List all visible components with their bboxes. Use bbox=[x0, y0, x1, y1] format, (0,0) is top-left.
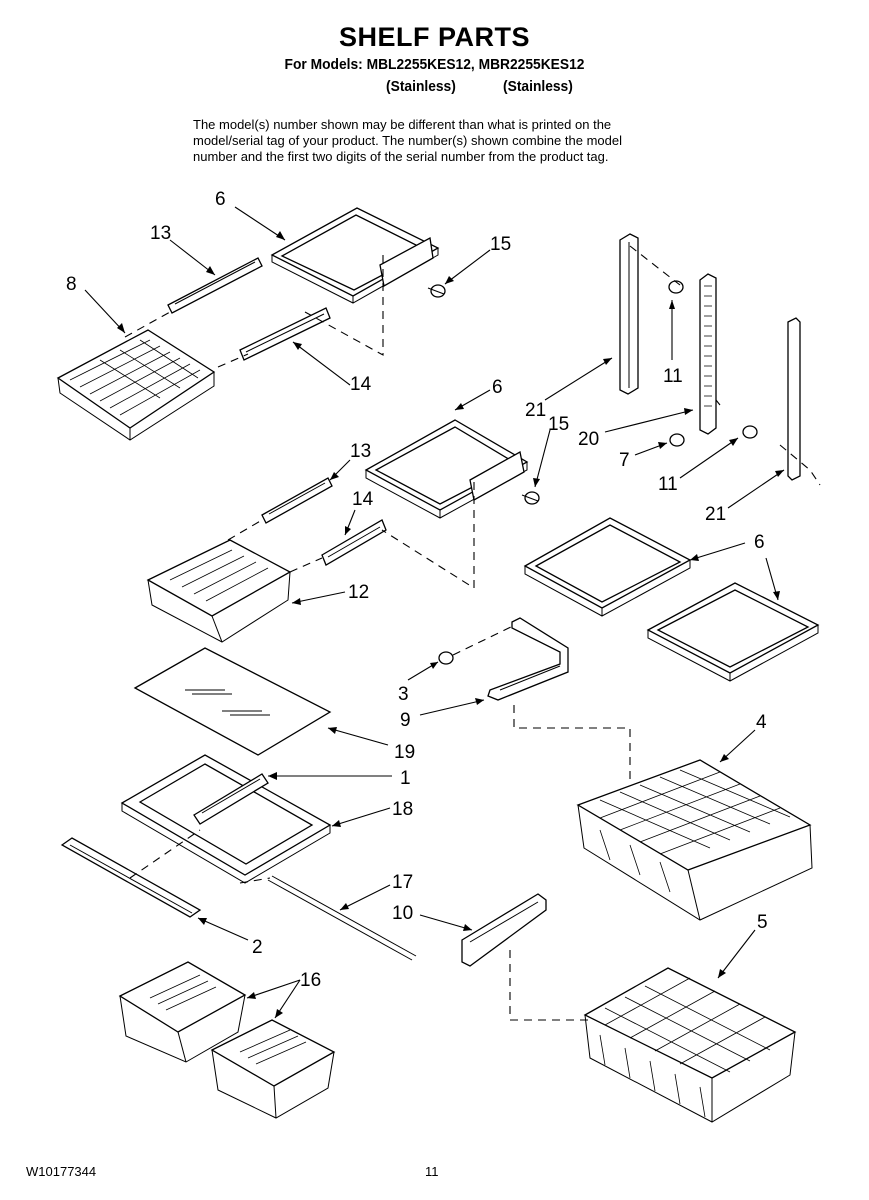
part-10-bracket bbox=[461, 893, 547, 967]
callout-12: 12 bbox=[348, 582, 369, 603]
part-21-rail-left bbox=[619, 233, 639, 395]
part-9-bracket bbox=[487, 617, 569, 701]
callout-11-top: 11 bbox=[663, 366, 683, 387]
callout-6-middle: 6 bbox=[492, 377, 503, 398]
callout-6-right: 6 bbox=[754, 532, 765, 553]
variant-right: (Stainless) bbox=[503, 78, 573, 95]
part-6-shelf-right-b bbox=[646, 582, 820, 682]
callout-14-top: 14 bbox=[350, 374, 372, 395]
variant-left: (Stainless) bbox=[386, 78, 456, 95]
callout-3: 3 bbox=[398, 684, 409, 705]
part-1-slide bbox=[193, 773, 269, 825]
part-15-screw-middle bbox=[521, 491, 540, 505]
assembly-lines bbox=[124, 245, 821, 1021]
page-title: SHELF PARTS bbox=[338, 22, 530, 52]
part-14-trim-top bbox=[239, 307, 331, 361]
callout-18: 18 bbox=[392, 799, 413, 820]
part-14-trim-middle bbox=[321, 519, 387, 566]
part-18-frame bbox=[120, 754, 332, 884]
part-6-shelf-right-a bbox=[523, 517, 692, 617]
callout-20: 20 bbox=[578, 429, 599, 450]
note-line-1: The model(s) number shown may be differe… bbox=[193, 117, 612, 132]
part-6-shelf-middle bbox=[364, 419, 529, 519]
doc-number: W10177344 bbox=[26, 1164, 97, 1179]
part-11-screw-bottom bbox=[742, 425, 758, 439]
part-21-rail-right bbox=[787, 317, 801, 481]
model-number-note: The model(s) number shown may be differe… bbox=[193, 117, 713, 165]
callout-8: 8 bbox=[66, 274, 77, 295]
callout-labels: 6 13 8 15 14 6 21 15 13 14 12 11 20 7 11… bbox=[66, 189, 768, 991]
part-16-bin-left bbox=[118, 961, 247, 1063]
part-20-rail bbox=[699, 273, 717, 435]
callout-13-top: 13 bbox=[150, 223, 171, 244]
callout-4: 4 bbox=[756, 712, 767, 733]
callout-15-middle: 15 bbox=[548, 414, 569, 435]
part-11-screw-top bbox=[668, 280, 684, 294]
callout-5: 5 bbox=[757, 912, 768, 933]
part-19-glass-shelf bbox=[133, 647, 332, 756]
callout-6-top: 6 bbox=[215, 189, 226, 210]
part-7-screw bbox=[669, 433, 685, 447]
callout-11-bottom: 11 bbox=[658, 474, 678, 495]
part-8-drawer bbox=[56, 329, 216, 441]
callout-7: 7 bbox=[619, 450, 630, 471]
model-list: For Models: MBL2255KES12, MBR2255KES12 bbox=[284, 56, 585, 73]
part-6-shelf-top bbox=[270, 207, 440, 304]
note-line-2: model/serial tag of your product. The nu… bbox=[193, 133, 622, 148]
callout-15-top: 15 bbox=[490, 234, 511, 255]
callout-19: 19 bbox=[394, 742, 415, 763]
part-4-basket bbox=[576, 759, 813, 921]
callout-2: 2 bbox=[252, 937, 263, 958]
part-5-basket bbox=[583, 967, 797, 1123]
callout-14-middle: 14 bbox=[352, 489, 374, 510]
page-number: 11 bbox=[425, 1164, 439, 1179]
callout-21-right: 21 bbox=[705, 504, 726, 525]
callout-17: 17 bbox=[392, 872, 413, 893]
callout-1: 1 bbox=[400, 768, 411, 789]
leader-lines bbox=[84, 206, 785, 1019]
note-line-3: number and the first two digits of the s… bbox=[193, 149, 609, 164]
part-3-screw bbox=[438, 651, 454, 665]
part-13-trim-top bbox=[167, 257, 263, 314]
part-16-bin-right bbox=[210, 1019, 336, 1119]
callout-9: 9 bbox=[400, 710, 411, 731]
part-15-screw-top bbox=[427, 284, 446, 298]
callout-13-middle: 13 bbox=[350, 441, 371, 462]
callout-16: 16 bbox=[300, 970, 321, 991]
part-12-pan bbox=[146, 539, 292, 643]
part-17-rod bbox=[267, 875, 417, 961]
callout-21-left: 21 bbox=[525, 400, 546, 421]
part-13-trim-middle bbox=[261, 477, 333, 524]
callout-10: 10 bbox=[392, 903, 413, 924]
